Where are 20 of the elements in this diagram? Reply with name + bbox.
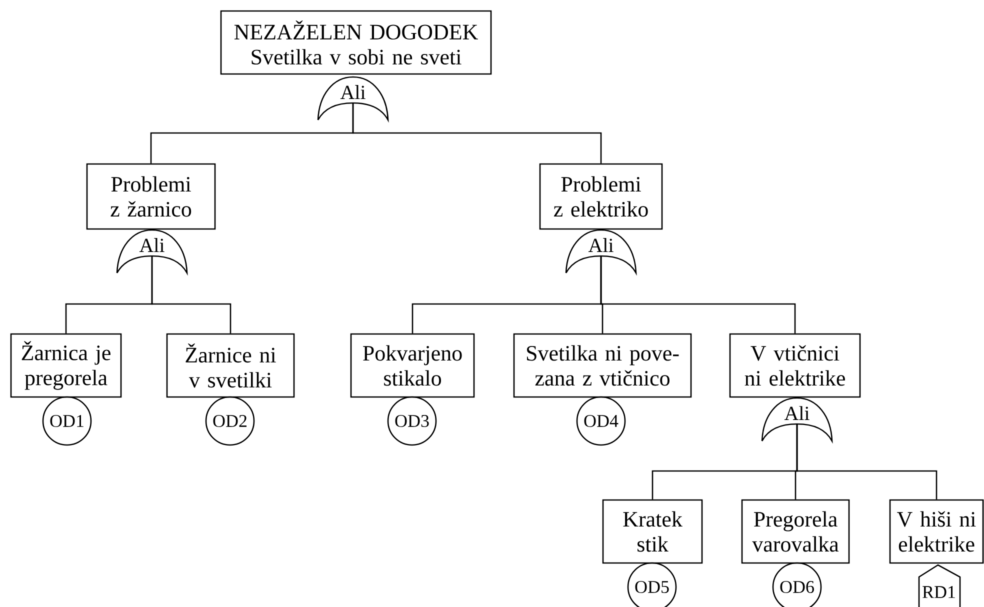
event-box: Problemi z žarnico (86, 163, 216, 230)
event-box: Pokvarjeno stikalo (350, 333, 475, 398)
house-event: RD1 (918, 564, 961, 607)
connector (352, 103, 602, 164)
event-box: Žarnica je pregorela (10, 333, 122, 398)
connector (796, 424, 938, 500)
or-gate: Ali (565, 229, 637, 274)
event-box: V hiši ni elektrike (889, 499, 984, 564)
event-box: Svetilka ni pove- zana z vtičnico (513, 333, 692, 398)
event-box: Problemi z elektriko (539, 163, 663, 230)
or-gate: Ali (761, 397, 833, 442)
connector (600, 256, 796, 334)
event-box: Žarnice ni v svetilki (166, 333, 295, 398)
event-box: NEZAŽELEN DOGODEK Svetilka v sobi ne sveti (220, 10, 492, 75)
or-gate: Ali (116, 229, 188, 274)
or-gate: Ali (317, 76, 389, 121)
event-box: Pregorela varovalka (741, 499, 850, 564)
event-box: Kratek stik (602, 499, 703, 564)
connector (151, 256, 232, 334)
event-box: V vtičnici ni elektrike (729, 333, 861, 398)
